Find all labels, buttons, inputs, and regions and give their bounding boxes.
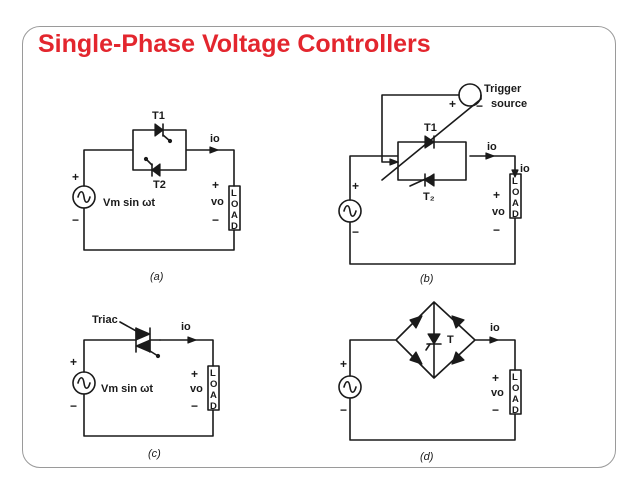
load-letter-b-2: A <box>512 198 519 209</box>
ac-source-c <box>72 371 96 395</box>
label-trigger-line-2: source <box>491 98 527 110</box>
label-source-a: Vm sin ωt <box>103 197 155 209</box>
caption-d: (d) <box>420 451 434 463</box>
label-vo-d: vo <box>491 387 504 399</box>
circuit-a-wires <box>83 129 235 251</box>
circuit-c <box>72 321 220 437</box>
thyristor-t1-a <box>154 123 171 142</box>
label-current-b1: io <box>487 141 497 153</box>
thyristor-t1-b <box>424 135 435 149</box>
plus-sign-load-c: + <box>191 367 198 381</box>
load-letter-c-0: L <box>210 368 216 379</box>
minus-sign-load-a: − <box>212 213 219 227</box>
slide-title: Single-Phase Voltage Controllers <box>38 30 431 58</box>
label-trigger-line-1: Trigger <box>484 83 522 95</box>
load-letter-b-3: D <box>512 209 519 220</box>
load-letter-d-1: O <box>512 383 519 394</box>
minus-sign-src-c: − <box>70 399 77 413</box>
load-letter-a-2: A <box>231 210 238 221</box>
circuit-a <box>72 123 241 251</box>
caption-a: (a) <box>150 271 164 283</box>
plus-sign-load-b: + <box>493 188 500 202</box>
triac-symbol <box>135 327 161 359</box>
label-t1-b: T1 <box>424 122 437 134</box>
plus-sign-load-d: + <box>492 371 499 385</box>
load-letter-a-1: O <box>231 199 238 210</box>
minus-sign-trigger: − <box>476 99 483 113</box>
label-t2-a: T2 <box>153 179 166 191</box>
load-letter-b-0: L <box>512 176 518 187</box>
minus-sign-load-c: − <box>191 399 198 413</box>
caption-c: (c) <box>148 448 161 460</box>
thyristor-t2-a <box>143 156 161 177</box>
label-vo-c: vo <box>190 383 203 395</box>
ac-source-b <box>338 199 362 223</box>
ac-source-d <box>338 375 362 399</box>
minus-sign-src-b: − <box>352 225 359 239</box>
load-letter-d-2: A <box>512 394 519 405</box>
label-vo-a: vo <box>211 196 224 208</box>
plus-sign-src-a: + <box>72 170 79 184</box>
ac-source-a <box>72 185 96 209</box>
label-t2-b: T₂ <box>423 191 435 203</box>
load-letter-a-0: L <box>231 188 237 199</box>
load-letter-a-3: D <box>231 221 238 232</box>
load-letter-c-1: O <box>210 379 217 390</box>
minus-sign-src-a: − <box>72 213 79 227</box>
minus-sign-load-d: − <box>492 403 499 417</box>
label-current-c: io <box>181 321 191 333</box>
circuit-b-wires <box>349 141 516 265</box>
plus-sign-src-d: + <box>340 357 347 371</box>
plus-sign-trigger: + <box>449 97 456 111</box>
bridge-thyristor <box>425 333 442 351</box>
label-triac: Triac <box>92 314 118 326</box>
label-current-a: io <box>210 133 220 145</box>
label-current-b2: io <box>520 163 530 175</box>
minus-sign-src-d: − <box>340 403 347 417</box>
circuit-b <box>338 83 522 265</box>
bridge-diodes <box>409 315 465 365</box>
load-letter-c-3: D <box>210 401 217 412</box>
slide-frame <box>22 26 616 468</box>
caption-b: (b) <box>420 273 434 285</box>
label-source-c: Vm sin ωt <box>101 383 153 395</box>
circuit-d <box>338 301 522 441</box>
minus-sign-load-b: − <box>493 223 500 237</box>
label-thyristor-d: T <box>447 334 454 346</box>
load-letter-c-2: A <box>210 390 217 401</box>
thyristor-t2-b <box>424 173 435 187</box>
label-vo-b: vo <box>492 206 505 218</box>
circuit-d-wires <box>349 301 516 441</box>
load-letter-d-3: D <box>512 405 519 416</box>
load-letter-d-0: L <box>512 372 518 383</box>
plus-sign-src-c: + <box>70 355 77 369</box>
circuit-c-wires <box>83 339 214 437</box>
label-current-d: io <box>490 322 500 334</box>
load-letter-b-1: O <box>512 187 519 198</box>
plus-sign-src-b: + <box>352 179 359 193</box>
plus-sign-load-a: + <box>212 178 219 192</box>
label-t1-a: T1 <box>152 110 165 122</box>
